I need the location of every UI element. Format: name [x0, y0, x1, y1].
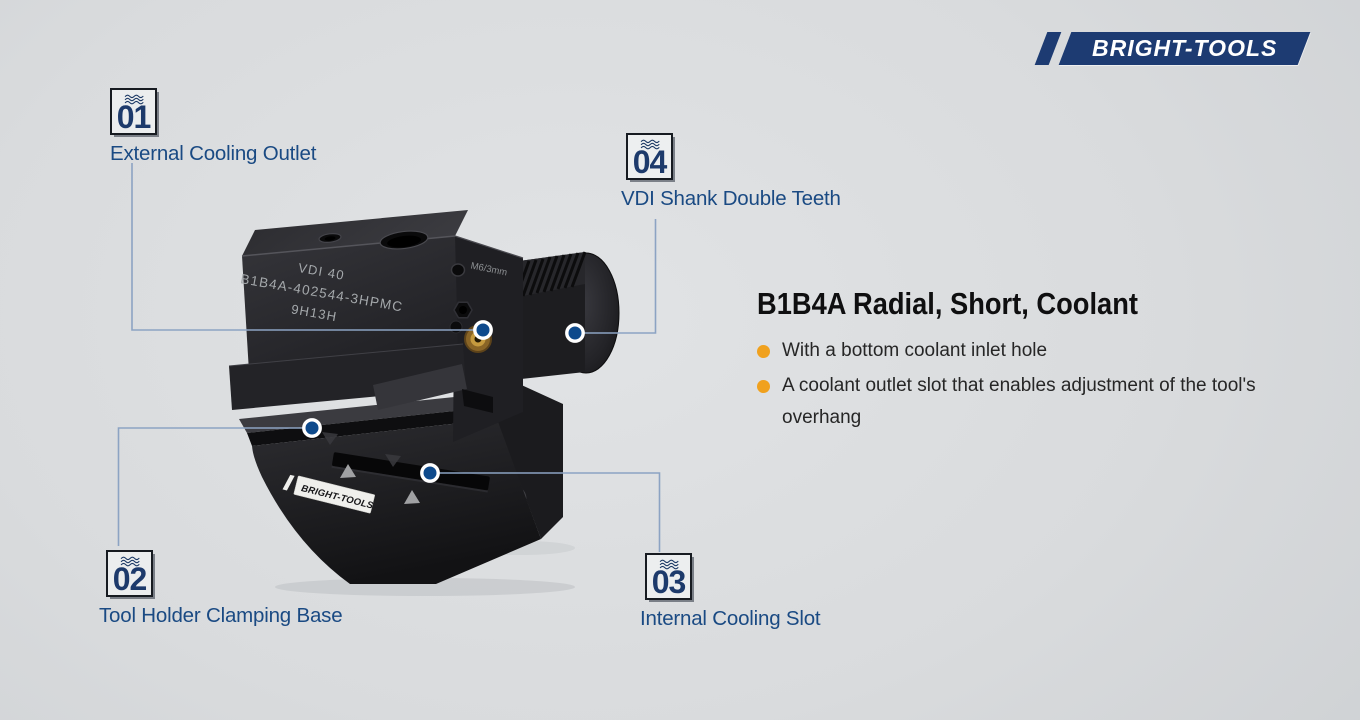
- logo-text: BRIGHT-TOOLS: [1091, 35, 1277, 61]
- arrow-dark-1: [322, 432, 338, 445]
- callout-03-label: Internal Cooling Slot: [640, 607, 821, 630]
- flange-step-top: [373, 364, 467, 410]
- callout-03-internal-cooling-slot: 03 Internal Cooling Slot: [640, 553, 821, 631]
- logo-plate: BRIGHT-TOOLS: [1058, 32, 1311, 65]
- callout-04-box: 04: [626, 133, 673, 180]
- flange-top-edge: [228, 343, 464, 367]
- upper-block: VDI 40 B1B4A-402544-3HPMC 9H13H M6/3mm: [228, 210, 524, 442]
- callout-03-number: 03: [651, 564, 687, 600]
- block-front-face: [242, 236, 458, 372]
- sticker-slash: [282, 474, 295, 491]
- callout-01-label: External Cooling Outlet: [110, 142, 317, 165]
- top-hole-large-inner: [387, 235, 421, 248]
- block-top-face: [242, 210, 468, 256]
- callout-02-tool-holder-clamping-base: 02 Tool Holder Clamping Base: [99, 550, 343, 628]
- side-hole-small: [450, 263, 466, 277]
- coolant-wave-icon: [640, 139, 660, 150]
- marker-dot-external-cooling-outlet: [473, 320, 493, 340]
- callout-02-number: 02: [112, 561, 148, 597]
- block-topright-edge: [454, 235, 524, 259]
- feature-text: A coolant outlet slot that enables adjus…: [782, 375, 1256, 428]
- marker-dot-internal-cooling-slot: [420, 463, 440, 483]
- callout-01-box: 01: [110, 88, 157, 135]
- feature-text: With a bottom coolant inlet hole: [782, 340, 1048, 361]
- arrow-dark-2: [385, 454, 401, 467]
- side-hole-lower: [449, 320, 463, 334]
- flange-notch: [462, 389, 493, 413]
- arrow-light-1: [340, 464, 356, 478]
- tool-photo: BRIGHT-TOOLS VDI 40 B1B4A-402544-3HPMC: [228, 210, 620, 596]
- product-title: B1B4A Radial, Short, Coolant: [757, 286, 1138, 321]
- feature-item: A coolant outlet slot that enables adjus…: [757, 370, 1274, 434]
- connector-02: [117, 427, 312, 546]
- bullet-dot-icon: [757, 380, 770, 393]
- arrow-light-2: [404, 490, 420, 504]
- coolant-slot: [331, 452, 490, 493]
- base-top-face: [239, 394, 492, 433]
- connector-01: [131, 163, 483, 331]
- coolant-wave-icon: [659, 559, 679, 570]
- callout-01-external-cooling-outlet: 01 External Cooling Outlet: [110, 88, 316, 166]
- connector-03: [430, 472, 661, 552]
- product-info: B1B4A Radial, Short, Coolant With a bott…: [757, 286, 1274, 437]
- callout-04-vdi-shank-double-teeth: 04 VDI Shank Double Teeth: [621, 133, 841, 211]
- vdi-shank-cylinder: [512, 251, 620, 380]
- callout-01-number: 01: [116, 99, 152, 135]
- callout-02-box: 02: [106, 550, 153, 597]
- callout-03-box: 03: [645, 553, 692, 600]
- feature-list: With a bottom coolant inlet hole A coola…: [757, 335, 1274, 434]
- base-front-face: [252, 419, 541, 584]
- top-hole-small-inner: [324, 236, 336, 241]
- marker-dot-vdi-shank: [565, 323, 585, 343]
- connector-lines: [117, 163, 661, 552]
- callout-04-label: VDI Shank Double Teeth: [621, 187, 841, 210]
- brand-logo: BRIGHT-TOOLS: [1034, 32, 1311, 65]
- bullet-dot-icon: [757, 345, 770, 358]
- callout-04-number: 04: [632, 144, 668, 180]
- hex-screw-center: [459, 306, 467, 314]
- coolant-wave-icon: [120, 556, 140, 567]
- feature-item: With a bottom coolant inlet hole: [757, 335, 1274, 367]
- marker-dots: [302, 320, 585, 483]
- coolant-wave-icon: [124, 94, 144, 105]
- connector-04: [575, 219, 657, 334]
- callout-02-label: Tool Holder Clamping Base: [99, 604, 343, 627]
- marker-dot-clamping-base: [302, 418, 322, 438]
- sticker-plate: [293, 475, 375, 514]
